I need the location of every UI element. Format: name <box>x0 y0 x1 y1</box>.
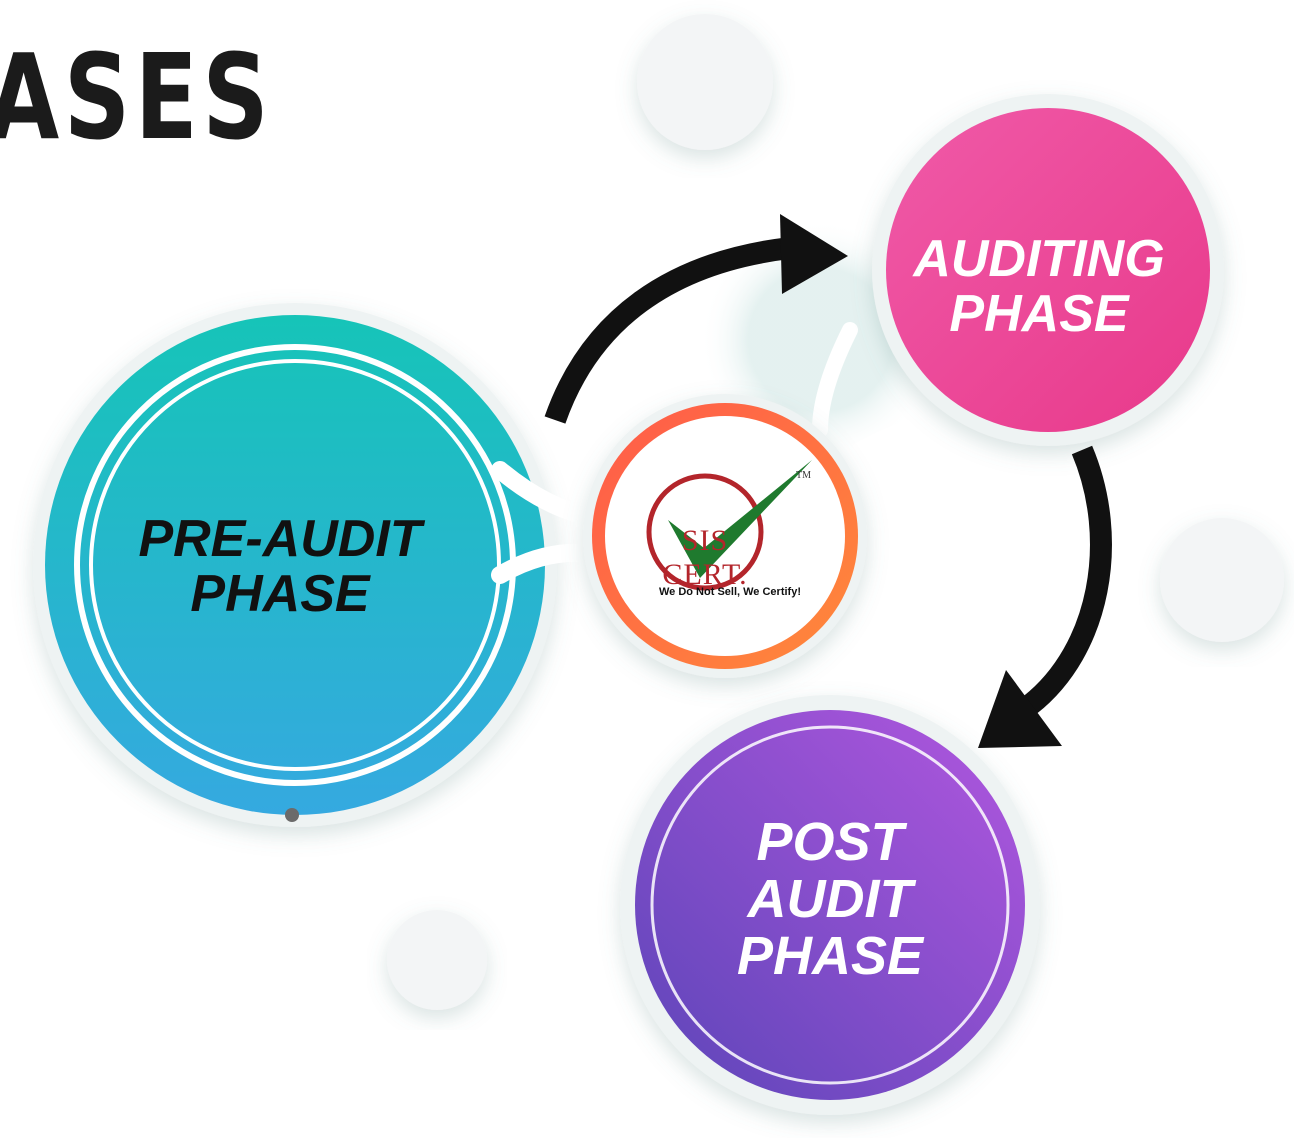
arrow-auditing-to-post <box>978 445 1112 748</box>
logo-tagline: We Do Not Sell, We Certify! <box>658 586 801 598</box>
check-mark-icon <box>668 460 812 578</box>
logo-trademark: TM <box>796 470 811 481</box>
decorative-bubble-bottom <box>387 910 487 1010</box>
pre-audit-label: PRE-AUDIT PHASE <box>138 510 422 624</box>
logo-red-ring <box>646 473 764 591</box>
page-heading: ASES <box>0 28 274 166</box>
logo-name: SIS CERT. <box>662 524 748 591</box>
decorative-bubble-right <box>1160 518 1284 642</box>
small-dot <box>285 808 299 822</box>
sis-cert-logo <box>583 394 867 678</box>
post-audit-circle <box>620 695 1040 1115</box>
post-audit-label: POST AUDIT PHASE <box>736 812 924 987</box>
decorative-bubble-top <box>637 14 773 150</box>
auditing-circle <box>872 94 1224 446</box>
auditing-label: AUDITING PHASE <box>913 230 1165 344</box>
arrow-pre-to-auditing <box>544 214 848 424</box>
pre-audit-circle <box>33 303 557 827</box>
